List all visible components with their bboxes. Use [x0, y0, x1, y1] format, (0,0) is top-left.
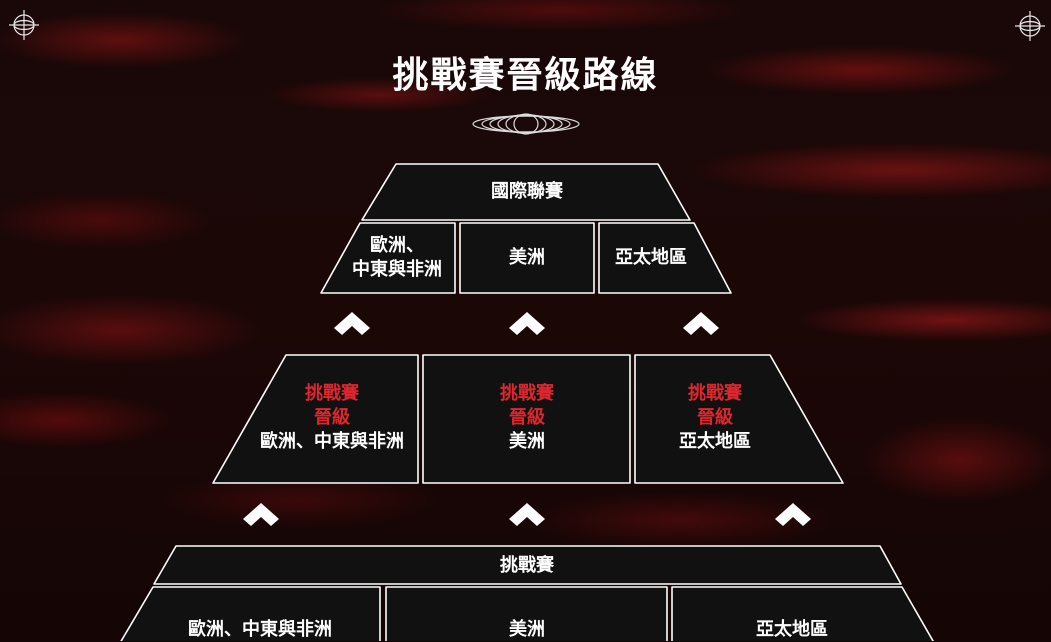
top-region-box-americas	[459, 222, 595, 294]
top-region-box-apac	[598, 222, 732, 294]
up-arrow-icon	[683, 312, 719, 335]
middle-americas-label: 挑戰賽 晉級 美洲	[500, 382, 554, 454]
page-title: 挑戰賽晉級路線	[392, 55, 659, 96]
middle-apac-label: 挑戰賽 晉級 亞太地區	[679, 382, 751, 454]
bottom-region-americas-label: 美洲	[509, 619, 545, 640]
middle-box-emea	[212, 354, 419, 484]
up-arrow-icon	[509, 503, 545, 526]
middle-box-apac	[634, 354, 844, 484]
up-arrow-icon	[334, 312, 370, 335]
middle-apac-line2: 晉級	[697, 407, 733, 428]
crosshair-icon	[9, 10, 39, 40]
bottom-region-box-emea	[120, 586, 381, 641]
bottom-region-box-apac	[671, 586, 934, 641]
bottom-region-box-americas	[385, 586, 668, 641]
middle-emea-line1: 挑戰賽	[305, 383, 359, 404]
middle-box-americas	[422, 354, 631, 484]
middle-apac-line1: 挑戰賽	[688, 383, 742, 404]
top-region-apac-label: 亞太地區	[615, 247, 687, 268]
crosshair-icon	[1015, 11, 1045, 41]
ring-emblem-icon	[472, 113, 580, 135]
top-region-emea-label: 歐洲、 中東與非洲	[352, 234, 442, 282]
middle-emea-label: 挑戰賽 晉級 歐洲、中東與非洲	[260, 382, 404, 454]
bottom-region-emea-label: 歐洲、中東與非洲	[188, 619, 332, 640]
up-arrow-icon	[243, 503, 279, 526]
top-region-americas-label: 美洲	[509, 247, 545, 268]
top-tier-header-box	[361, 163, 691, 221]
middle-apac-region: 亞太地區	[679, 431, 751, 452]
bottom-region-apac-label: 亞太地區	[756, 619, 828, 640]
bottom-tier-header-label: 挑戰賽	[500, 555, 554, 576]
bottom-tier-header-box	[153, 545, 902, 585]
middle-americas-line2: 晉級	[509, 407, 545, 428]
top-region-emea-line1: 歐洲、	[370, 235, 424, 256]
top-region-box-emea	[320, 222, 456, 294]
middle-emea-line2: 晉級	[314, 407, 350, 428]
middle-americas-region: 美洲	[509, 431, 545, 452]
top-tier-header-label: 國際聯賽	[491, 181, 563, 202]
up-arrow-icon	[775, 503, 811, 526]
middle-emea-region: 歐洲、中東與非洲	[260, 431, 404, 452]
top-region-emea-line2: 中東與非洲	[352, 259, 442, 280]
up-arrow-icon	[509, 312, 545, 335]
middle-americas-line1: 挑戰賽	[500, 383, 554, 404]
